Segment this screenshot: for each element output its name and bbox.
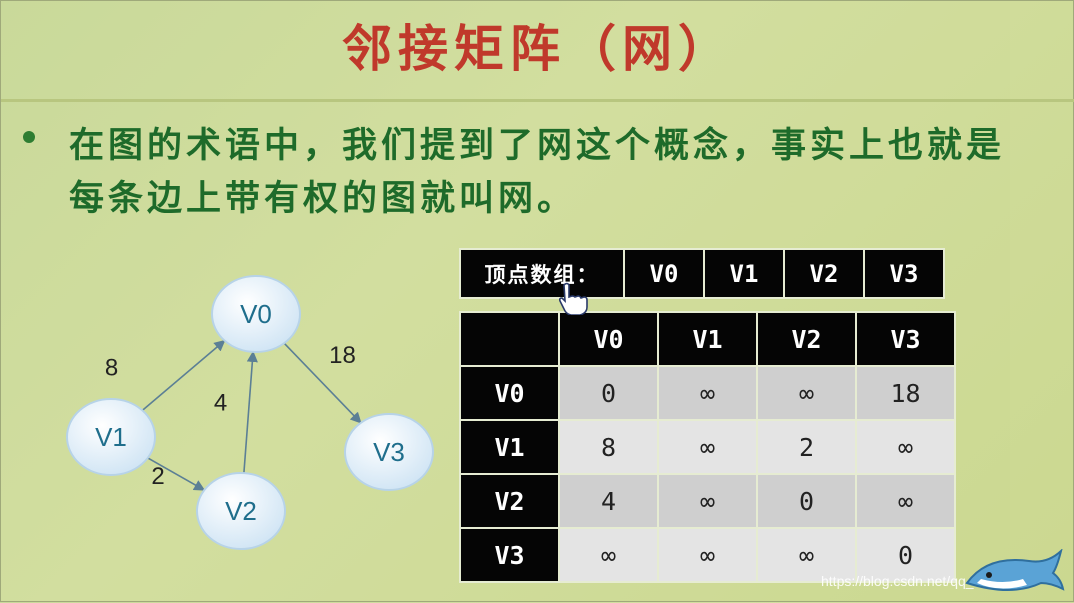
title-divider bbox=[1, 99, 1074, 102]
vertex-label: V2 bbox=[225, 496, 257, 526]
matrix-cell: 8 bbox=[558, 419, 659, 475]
matrix-row-header: V0 bbox=[459, 365, 560, 421]
matrix-cell: ∞ bbox=[657, 365, 758, 421]
graph-edge bbox=[283, 342, 362, 424]
matrix-cell: 0 bbox=[855, 527, 956, 583]
edge-weight-label: 2 bbox=[151, 463, 164, 490]
matrix-row-header: V3 bbox=[459, 527, 560, 583]
matrix-row-header: V2 bbox=[459, 473, 560, 529]
matrix-cell: ∞ bbox=[756, 365, 857, 421]
graph-vertex bbox=[66, 398, 156, 476]
vertex-array-cell: V3 bbox=[863, 248, 945, 299]
graph-edge bbox=[147, 457, 206, 491]
matrix-cell: ∞ bbox=[855, 473, 956, 529]
vertex-array-cell: V2 bbox=[783, 248, 865, 299]
matrix-cell: 18 bbox=[855, 365, 956, 421]
matrix-cell: 0 bbox=[558, 365, 659, 421]
matrix-col-header: V1 bbox=[657, 311, 758, 367]
matrix-cell: 0 bbox=[756, 473, 857, 529]
adjacency-matrix: V0 V1 V2 V3 V0 0 ∞ ∞ 18 V1 8 ∞ 2 ∞ V2 4 … bbox=[459, 311, 956, 583]
matrix-cell: ∞ bbox=[855, 419, 956, 475]
shark-mascot-icon bbox=[965, 549, 1065, 591]
slide-title: 邻接矩阵（网） bbox=[342, 19, 734, 78]
vertex-array-cell: V0 bbox=[623, 248, 705, 299]
vertex-array-cell: V1 bbox=[703, 248, 785, 299]
vertex-label: V1 bbox=[95, 422, 127, 452]
matrix-col-header: V3 bbox=[855, 311, 956, 367]
bullet-text: 在图的术语中，我们提到了网这个概念，事实上也就是每条边上带有权的图就叫网。 bbox=[69, 125, 1006, 219]
vertex-array-table: 顶点数组： V0 V1 V2 V3 bbox=[459, 248, 945, 299]
matrix-cell: ∞ bbox=[657, 419, 758, 475]
graph-vertex bbox=[344, 413, 434, 491]
edge-weight-label: 4 bbox=[214, 390, 227, 417]
graph-vertex bbox=[196, 472, 286, 550]
matrix-col-header: V0 bbox=[558, 311, 659, 367]
matrix-col-header: V2 bbox=[756, 311, 857, 367]
matrix-corner bbox=[459, 311, 560, 367]
edge-weight-label: 8 bbox=[105, 355, 118, 382]
vertex-array-label: 顶点数组： bbox=[459, 248, 625, 299]
edge-weight-label: 18 bbox=[329, 342, 356, 369]
graph-edge bbox=[141, 339, 226, 411]
matrix-cell: ∞ bbox=[657, 473, 758, 529]
graph-edge bbox=[243, 350, 258, 474]
matrix-cell: 2 bbox=[756, 419, 857, 475]
vertex-label: V3 bbox=[373, 437, 405, 467]
hand-cursor-icon bbox=[558, 282, 588, 315]
matrix-row-header: V1 bbox=[459, 419, 560, 475]
matrix-cell: 4 bbox=[558, 473, 659, 529]
bullet-dot-icon bbox=[23, 131, 35, 143]
graph-vertex bbox=[211, 275, 301, 353]
matrix-cell: ∞ bbox=[657, 527, 758, 583]
vertex-label: V0 bbox=[240, 299, 272, 329]
matrix-cell: ∞ bbox=[558, 527, 659, 583]
matrix-cell: ∞ bbox=[756, 527, 857, 583]
